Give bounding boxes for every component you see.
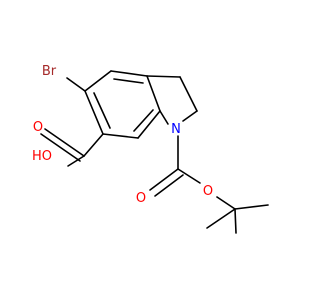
bond-ring-c3a-c7a bbox=[146, 75, 161, 112]
atom-label-acid-o: O bbox=[33, 120, 43, 135]
bond-ring-c6-c5-inner bbox=[93, 92, 111, 129]
bond-ring-c7a-c7 bbox=[137, 110, 161, 139]
bond-c6-cooh bbox=[83, 133, 104, 157]
bond-c5-br bbox=[66, 77, 86, 92]
bond-cooh-o-double-b bbox=[40, 133, 81, 162]
bond-ring-c4-c3a-inner bbox=[113, 78, 144, 84]
atom-label-n: N bbox=[171, 122, 181, 137]
bond-n-c7a bbox=[159, 110, 169, 125]
bond-ring-c7a-c7-inner bbox=[133, 109, 154, 132]
bond-tbu-me-1 bbox=[234, 208, 237, 234]
atom-label-boc-carbonyl-o: O bbox=[136, 191, 146, 206]
atom-label-br: Br bbox=[42, 64, 57, 79]
structure-diagram: Br N O HO O O bbox=[32, 64, 269, 234]
bond-boc-c-o-ester bbox=[177, 168, 201, 184]
bond-c3-c2 bbox=[179, 76, 198, 112]
bond-tbu-me-3 bbox=[206, 208, 236, 229]
bond-boc-c-o-double-a bbox=[149, 168, 179, 191]
molecule-drawing: Br N O HO O O bbox=[32, 64, 269, 234]
bond-ring-c5-c4 bbox=[84, 70, 112, 92]
bond-cooh-o-double-a bbox=[44, 128, 85, 157]
atom-label-acid-oh: HO bbox=[32, 149, 52, 164]
bond-boc-c-o-double-b bbox=[154, 174, 184, 197]
bond-tbu-me-2 bbox=[234, 204, 269, 210]
bond-ring-c6-c5 bbox=[84, 90, 104, 135]
bond-ring-c7-c6 bbox=[102, 133, 139, 139]
bond-ring-c4-c3a bbox=[110, 70, 148, 77]
bond-c2-n bbox=[182, 110, 198, 122]
bond-o-ester-tbu bbox=[216, 196, 236, 210]
bond-c3a-c3 bbox=[146, 75, 181, 78]
bond-cooh-oh bbox=[67, 155, 85, 167]
atom-label-boc-ester-o: O bbox=[203, 184, 213, 199]
